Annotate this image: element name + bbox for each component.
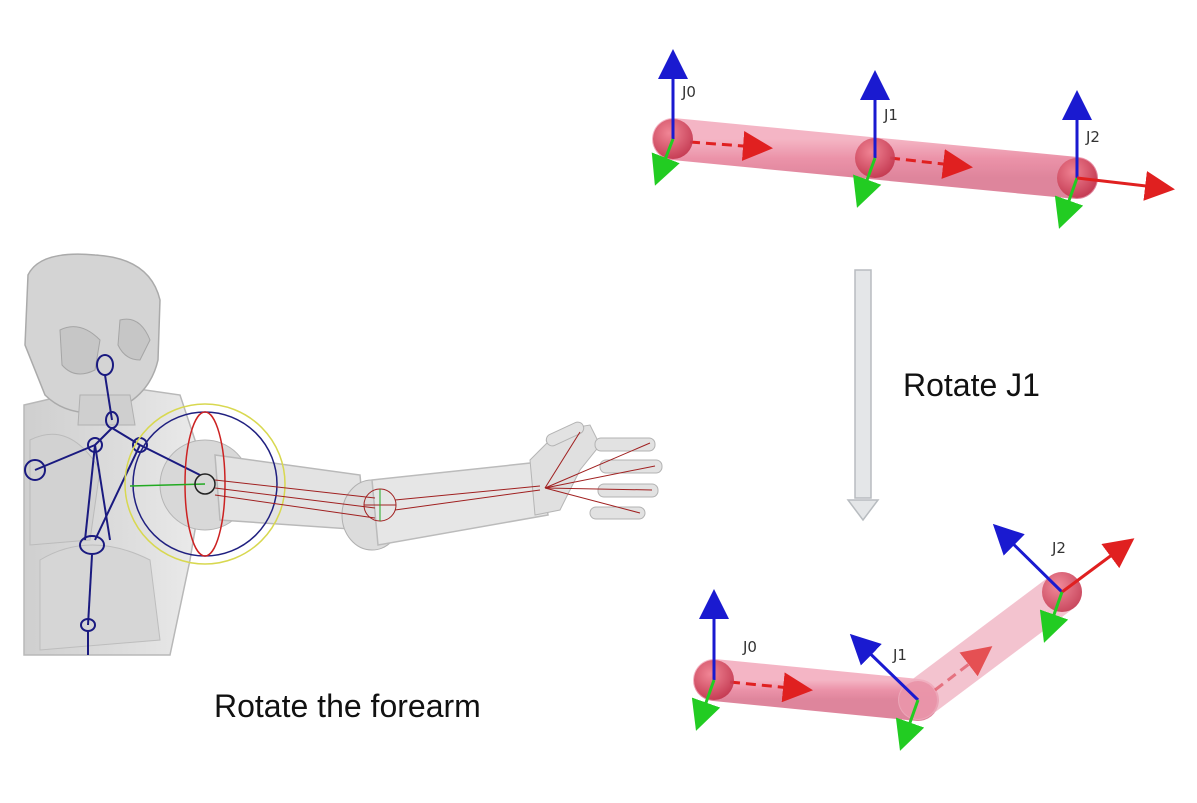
joint-label-j1: J1 <box>883 106 898 124</box>
y-axis-arrow <box>1039 591 1069 643</box>
bone-segment <box>693 659 939 721</box>
skeleton-rig <box>24 354 201 655</box>
chain-after: J0 J1 J2 <box>691 523 1135 751</box>
chain-before: J0 J1 J2 <box>651 49 1175 229</box>
x-axis-arrow <box>1076 170 1175 201</box>
x-axis-arrow <box>934 646 993 692</box>
caption-rotate-forearm: Rotate the forearm <box>214 688 481 724</box>
y-axis-arrow <box>691 679 721 731</box>
arm-bones <box>214 431 656 522</box>
z-axis-arrow <box>849 633 920 702</box>
y-axis-arrow <box>1054 177 1084 229</box>
joint-label-j2: J2 <box>1051 539 1066 557</box>
figure-model <box>23 253 663 656</box>
x-axis-arrow <box>689 131 773 161</box>
x-axis-arrow <box>729 672 813 703</box>
y-axis-arrow <box>651 138 680 186</box>
joint-label-j0: J0 <box>681 83 696 101</box>
flow-arrow-down <box>846 269 880 522</box>
x-axis-arrow <box>889 149 973 179</box>
joint-label-j1: J1 <box>892 646 907 664</box>
z-axis-arrow <box>992 523 1064 594</box>
joint-label-j0: J0 <box>742 638 757 656</box>
caption-rotate-j1: Rotate J1 <box>903 367 1040 403</box>
bone-segment-rotated <box>898 572 1082 720</box>
rotation-gizmo <box>124 403 286 565</box>
y-axis-arrow <box>895 699 925 751</box>
x-axis-arrow <box>1061 538 1135 594</box>
y-axis-arrow <box>853 157 882 208</box>
joint-label-j2: J2 <box>1085 128 1100 146</box>
